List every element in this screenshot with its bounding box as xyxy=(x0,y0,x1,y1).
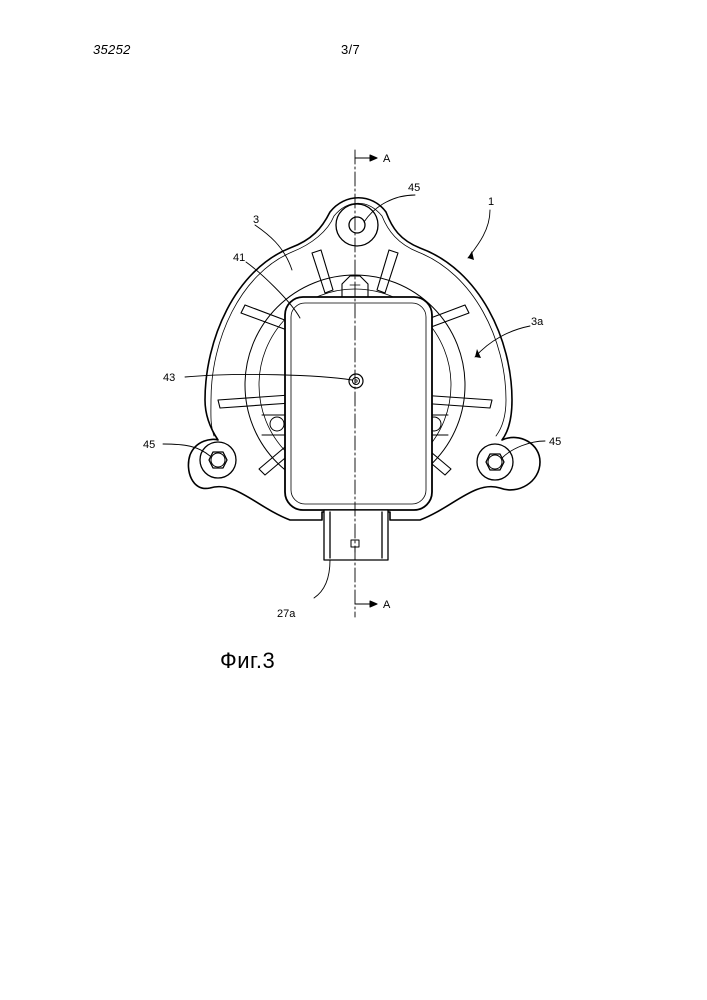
label-housing-side: 3a xyxy=(531,316,544,328)
connector xyxy=(324,510,388,560)
label-section-bottom: A xyxy=(383,599,391,611)
top-mount xyxy=(336,204,378,246)
figure-caption: Фиг.3 xyxy=(220,648,275,674)
label-connector: 27a xyxy=(277,608,296,620)
label-housing: 3 xyxy=(253,214,259,226)
label-mount-left: 45 xyxy=(143,439,155,451)
label-mount-top: 45 xyxy=(408,182,420,194)
label-center-screw: 43 xyxy=(163,372,175,384)
label-cover: 41 xyxy=(233,252,245,264)
electronics-cover xyxy=(285,297,432,510)
label-mount-right: 45 xyxy=(549,436,561,448)
left-mount xyxy=(200,442,236,478)
label-assembly: 1 xyxy=(488,196,494,208)
label-section-top: A xyxy=(383,153,391,165)
right-mount xyxy=(477,444,513,480)
section-marker-bottom xyxy=(355,601,377,607)
section-marker-top xyxy=(355,155,377,161)
